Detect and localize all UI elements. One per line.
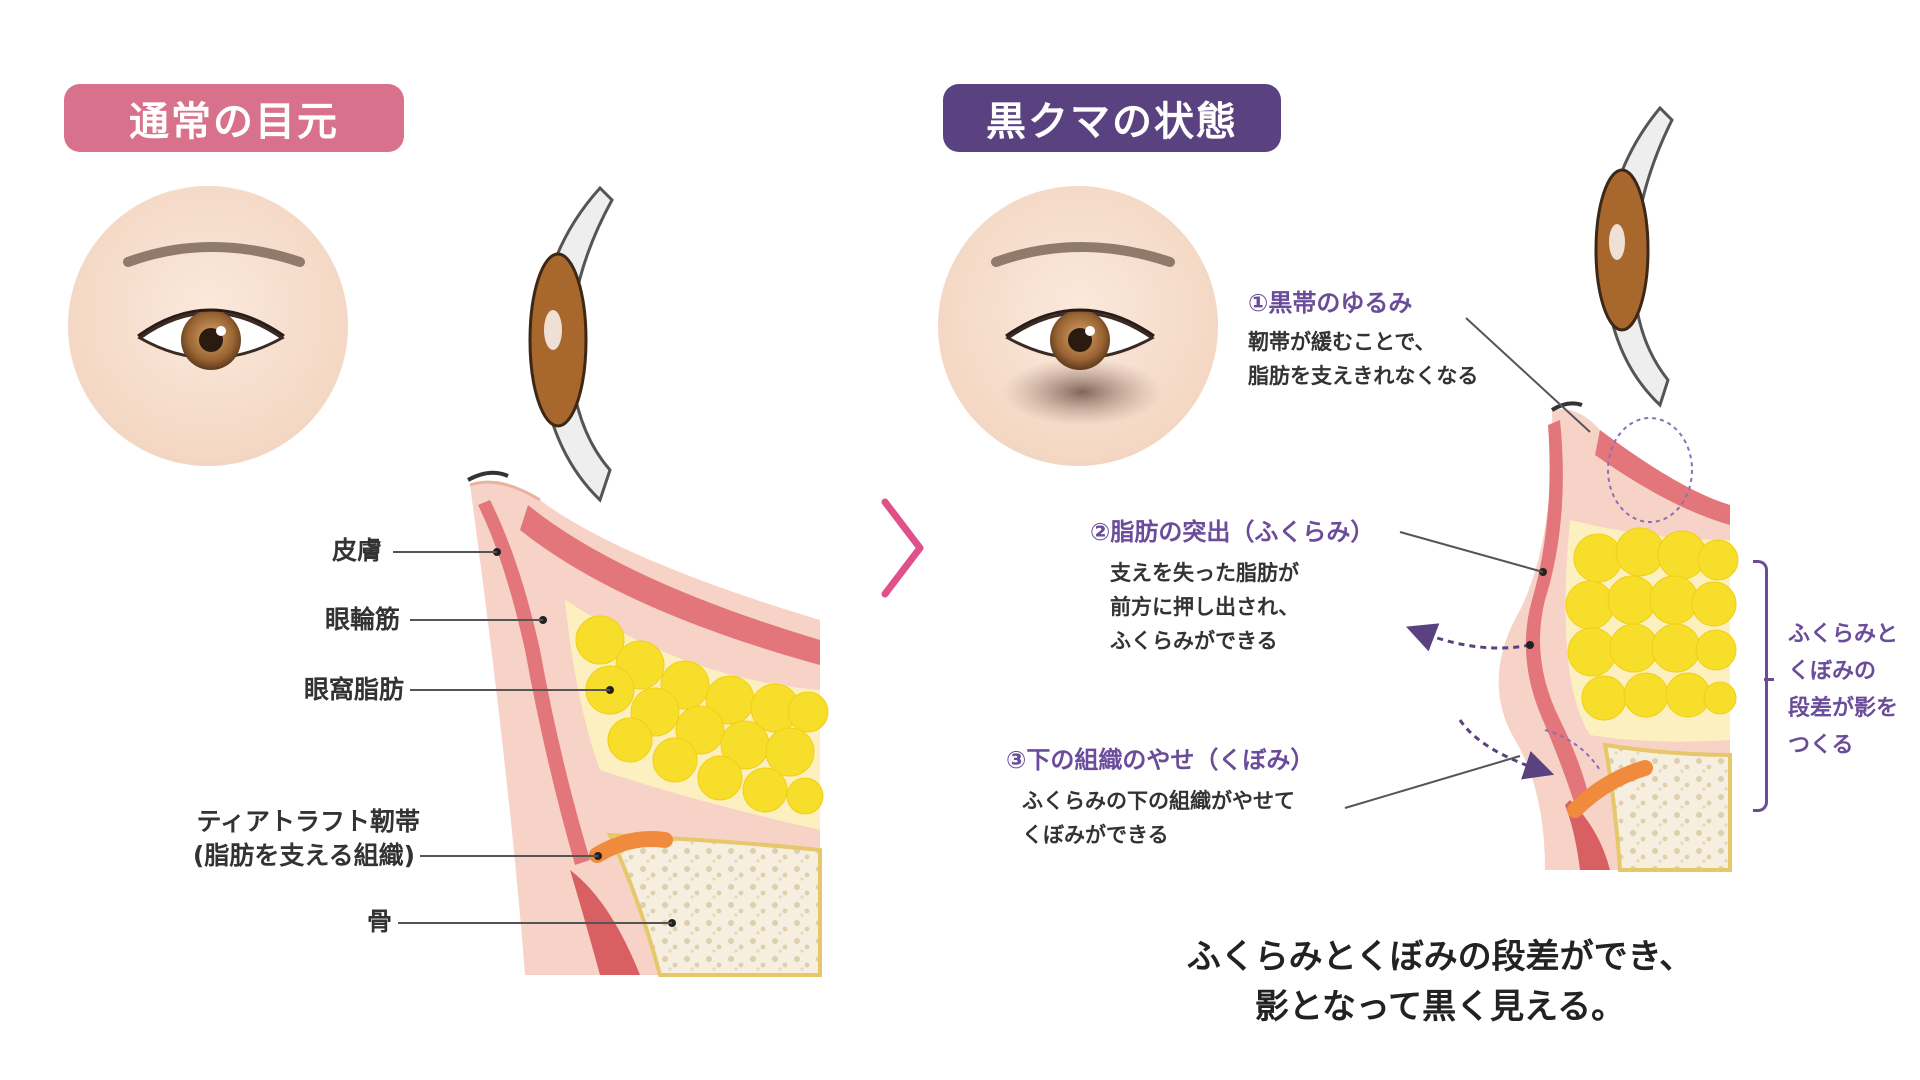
point-3-title: ③下の組織のやせ（くぼみ）: [1006, 746, 1315, 774]
shadow-note-line: くぼみの: [1788, 659, 1877, 684]
label-orbicularis: 眼輪筋: [324, 605, 400, 634]
title-normal: 通常の目元: [64, 84, 404, 152]
bracket-tip: [1764, 678, 1774, 681]
title-dark-circle: 黒クマの状態: [943, 84, 1281, 152]
cross-section-normal: [393, 185, 829, 977]
label-skin: 皮膚: [331, 536, 382, 565]
caption: ふくらみとくぼみの段差ができ、 影となって黒く見える。: [1040, 932, 1840, 1032]
chevron-right-icon: [881, 498, 924, 598]
label-orbital-fat: 眼窩脂肪: [303, 675, 404, 704]
label-tear-trough-ligament: ティアトラフト靭帯: [196, 807, 420, 836]
point-2-desc: 支えを失った脂肪が 前方に押し出され、 ふくらみができる: [1110, 561, 1300, 653]
eye-face-icon: [68, 186, 348, 466]
label-tear-trough-note: (脂肪を支える組織): [192, 841, 415, 870]
cross-section-dark-circle: [1344, 105, 1739, 872]
point-1-desc: 靭帯が緩むことで、 脂肪を支えきれなくなる: [1248, 330, 1479, 388]
caption-line-1: ふくらみとくぼみの段差ができ、: [1186, 937, 1694, 977]
label-bone: 骨: [366, 907, 392, 936]
point-1-title: ①黒帯のゆるみ: [1248, 289, 1413, 317]
point-3-desc: ふくらみの下の組織がやせて くぼみができる: [1022, 789, 1295, 847]
shadow-note: ふくらみと くぼみの 段差が影を つくる: [1788, 616, 1898, 764]
bracket: [1753, 560, 1768, 812]
caption-line-2: 影となって黒く見える。: [1254, 987, 1626, 1027]
shadow-note-line: つくる: [1788, 733, 1854, 758]
eye-face-icon-dark: [938, 186, 1218, 466]
point-2-title: ②脂肪の突出（ふくらみ）: [1090, 518, 1375, 546]
shadow-note-line: 段差が影を: [1788, 696, 1899, 721]
shadow-note-line: ふくらみと: [1788, 622, 1899, 647]
